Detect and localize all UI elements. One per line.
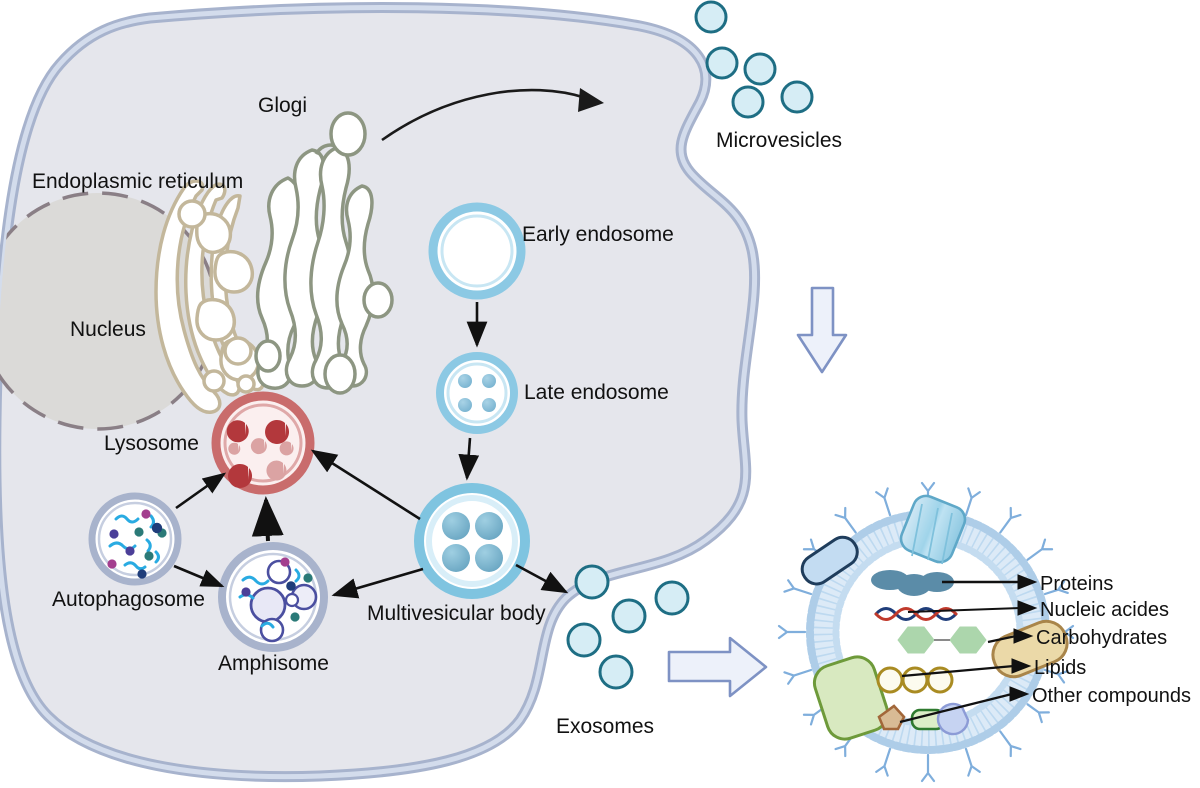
exosome-detail: [777, 481, 1075, 783]
arrow-autophagosome-to-lysosome: [175, 472, 227, 510]
lysosome-granule-2: [265, 419, 290, 444]
golgi-cisterna-2: [283, 148, 327, 388]
label-cargo-lipids: Lipids: [1034, 657, 1086, 679]
er-vesicle-1: [177, 199, 207, 229]
golgi-apparatus: [254, 111, 394, 395]
er-vesicle-2: [223, 336, 253, 366]
golgi-vesicle-2: [362, 281, 394, 319]
golgi-vesicle-4: [254, 339, 282, 373]
arrow-mvb-to-lysosome: [310, 449, 421, 521]
label-lysosome: Lysosome: [104, 432, 199, 455]
label-golgi: Glogi: [258, 94, 307, 117]
secretion-arrow: [381, 88, 604, 142]
label-cargo-other-compounds: Other compounds: [1032, 685, 1191, 707]
lysosome-granule-1: [226, 420, 249, 443]
early-endosome-inner-ring: [440, 214, 514, 288]
microvesicle-2: [705, 46, 739, 80]
endoplasmic-reticulum: [154, 179, 265, 414]
late-endosome-inner-ring: [446, 362, 508, 424]
multivesicular-body: [414, 483, 530, 599]
lysosome-granule-7: [228, 442, 241, 455]
er-lobe-3: [195, 297, 237, 342]
autophagosome-cargo-squiggles: [108, 514, 160, 571]
late-endosome-vesicles: [458, 374, 496, 412]
label-cargo-carbohydrates: Carbohydrates: [1036, 627, 1167, 649]
pathway-arrows: [173, 302, 569, 599]
microvesicle-3: [743, 52, 777, 86]
exosome-5: [598, 654, 634, 690]
autophagosome-inner-membrane: [97, 501, 173, 577]
label-cargo-nucleic-acides: Nucleic acides: [1040, 599, 1169, 621]
capsule-protein-right: [991, 619, 1069, 679]
microvesicles-group: [694, 0, 814, 119]
golgi-vesicle-3: [323, 353, 357, 395]
arrow-mvb-to-membrane: [515, 563, 569, 594]
arrow-late-to-mvb: [458, 437, 480, 481]
late-endosome: [436, 352, 518, 434]
exosome-2: [611, 598, 647, 634]
amphisome-dots: [241, 557, 313, 622]
label-nucleus: Nucleus: [70, 318, 146, 341]
exosomes-group: [566, 564, 690, 690]
golgi-vesicle-1: [329, 111, 367, 157]
er-lobe-2: [213, 249, 255, 294]
block-arrow-down: [796, 286, 848, 374]
exosome-4: [566, 622, 602, 658]
cargo-leader-lines: [899, 574, 1038, 724]
cargo-carbohydrates: [897, 626, 987, 654]
autophagosome-membrane: [88, 492, 182, 586]
label-multivesicular-body: Multivesicular body: [367, 602, 546, 625]
er-vesicle-4: [236, 374, 256, 394]
cargo-nucleic-acids: [874, 607, 958, 621]
leader-carbohydrates: [987, 628, 1034, 644]
lysosome: [211, 391, 315, 495]
lysosome-granule-6: [279, 441, 294, 456]
amphisome: [218, 542, 328, 652]
lysosome-granule-4: [266, 460, 287, 481]
microvesicle-4: [731, 85, 765, 119]
cell-membrane-inner: [0, 5, 758, 780]
arrow-autophagosome-to-amphisome: [173, 564, 225, 588]
er-cisterna-1: [154, 179, 222, 414]
leader-proteins: [942, 574, 1038, 590]
mvb-inner-ring: [426, 495, 518, 587]
cargo-proteins: [871, 570, 954, 596]
exosome-3: [654, 580, 690, 616]
autophagosome-cargo-dots: [107, 509, 167, 579]
barrel-protein-top: [899, 494, 967, 565]
microvesicle-5: [780, 80, 814, 114]
label-microvesicles: Microvesicles: [716, 129, 842, 152]
capsule-protein-left: [800, 535, 859, 586]
autophagosome: [88, 492, 182, 586]
microvesicle-1: [694, 0, 728, 34]
arrow-amphisome-to-lysosome: [251, 496, 284, 542]
leader-nucleic-acides: [907, 600, 1038, 616]
leader-lipids: [901, 658, 1032, 678]
arrow-mvb-to-amphisome: [331, 567, 424, 599]
label-cargo-proteins: Proteins: [1040, 573, 1113, 595]
exosome-1: [574, 564, 610, 600]
mvb-vesicles: [442, 512, 503, 572]
exosome-receptors: [777, 481, 1075, 783]
label-early-endosome: Early endosome: [522, 223, 674, 246]
label-late-endosome: Late endosome: [524, 381, 669, 404]
label-endoplasmic-reticulum: Endoplasmic reticulum: [32, 170, 243, 193]
er-vesicle-3: [202, 369, 226, 393]
label-autophagosome: Autophagosome: [52, 588, 205, 611]
block-arrow-right: [667, 636, 768, 698]
early-endosome: [428, 202, 526, 300]
label-exosomes: Exosomes: [556, 715, 654, 738]
lysosome-granule-5: [250, 438, 267, 455]
leader-other-compounds: [899, 686, 1030, 724]
label-amphisome: Amphisome: [218, 652, 329, 675]
lysosome-granule-3: [228, 463, 253, 488]
